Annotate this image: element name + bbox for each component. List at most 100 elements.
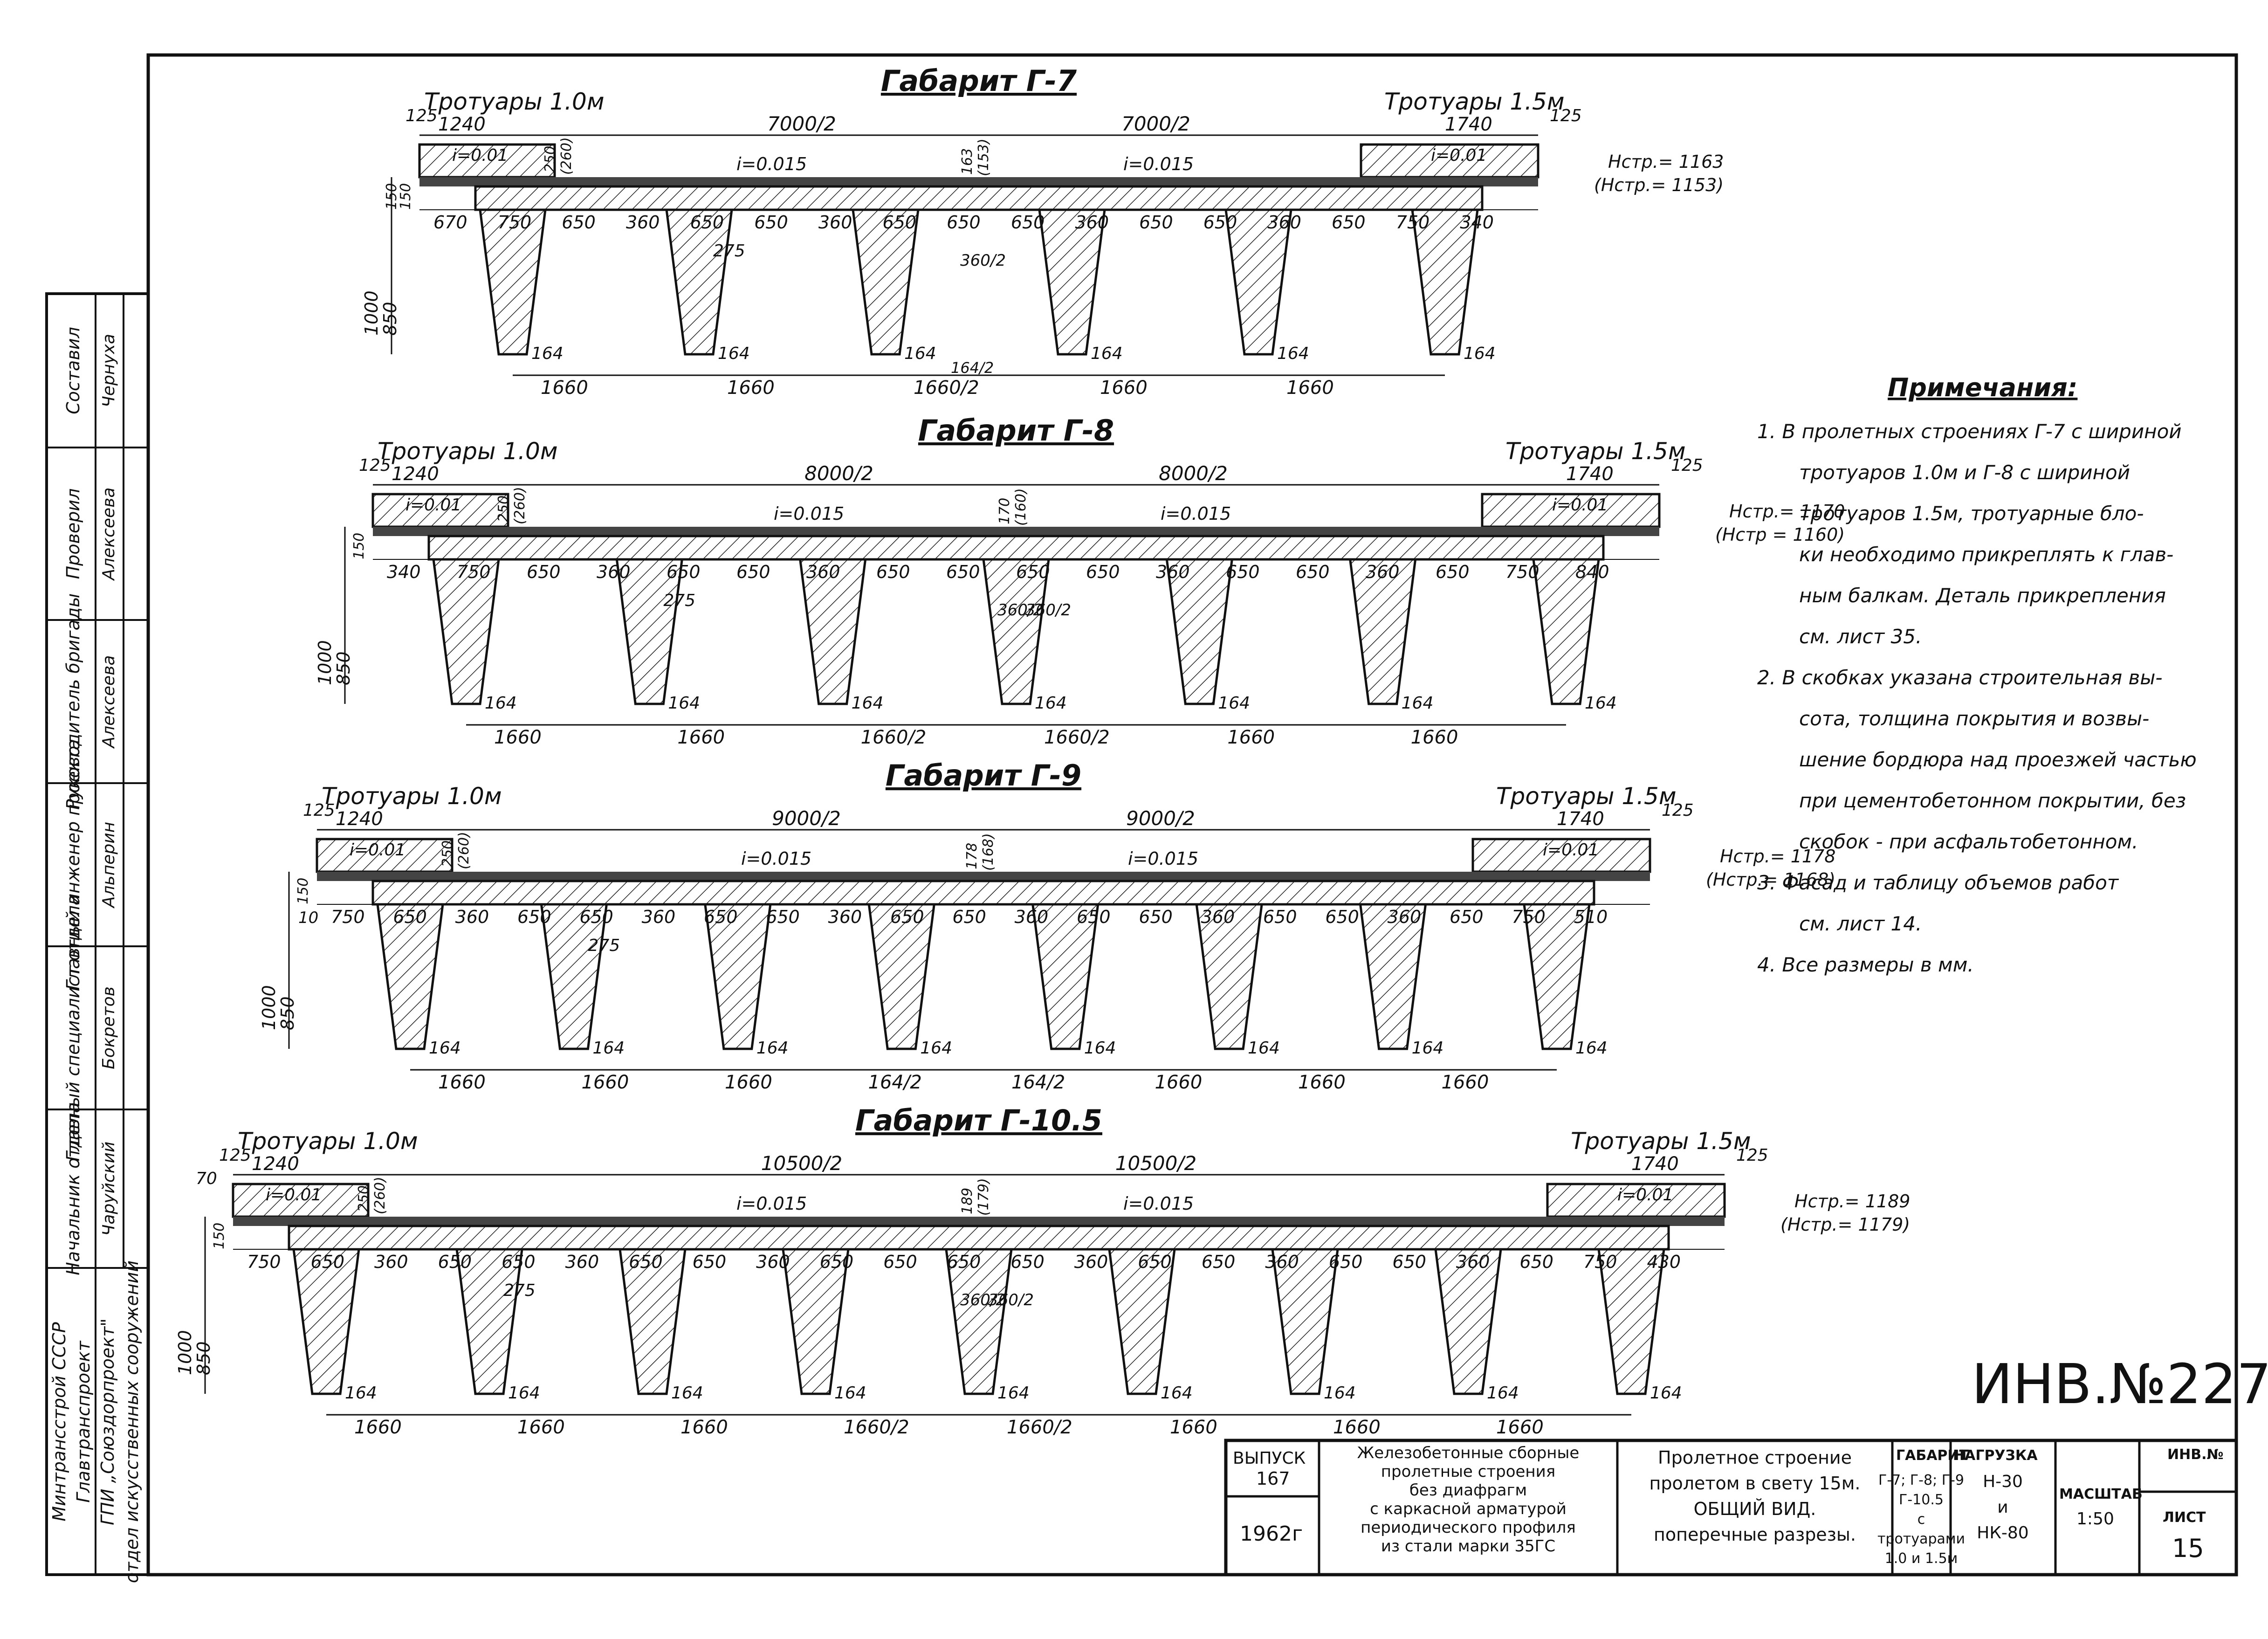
- height-note: Нстр.= 1189: [1794, 1191, 1910, 1212]
- total-height-dim: 1000: [175, 1330, 195, 1375]
- flange-dim: 650: [883, 1252, 917, 1272]
- edge-right-dim: 125: [1550, 106, 1582, 125]
- total-height-dim: 1000: [361, 290, 382, 336]
- slope-left-label: i=0.01: [266, 1185, 322, 1205]
- note-line: см. лист 35.: [1799, 625, 1922, 648]
- height-note-alt: (Нстр.= 1153): [1594, 175, 1724, 195]
- beam-spacing-dim: 1660: [517, 1417, 565, 1438]
- flange-dim: 650: [1450, 907, 1484, 927]
- sidewalk-width-right-dim: 1740: [1445, 114, 1492, 135]
- rib-width-dim: 164: [1091, 344, 1123, 363]
- notes-heading: Примечания:: [1888, 373, 2077, 402]
- slope-right-label: i=0.01: [1431, 146, 1487, 165]
- flange-dim: 650: [736, 562, 770, 582]
- stamp-role: Руководитель бригады: [63, 593, 83, 810]
- slab-thickness-dim: 150: [398, 183, 414, 210]
- rib-width-dim: 164: [1324, 1384, 1356, 1403]
- slope-left-label: i=0.01: [405, 496, 461, 515]
- flange-dim: 340: [1460, 212, 1494, 233]
- flange-dim: 340: [387, 562, 421, 582]
- flange-dim: 650: [704, 907, 738, 927]
- edge-left-dim: 125: [359, 456, 391, 475]
- rib-center-b-dim: 360/2: [988, 1291, 1034, 1309]
- half-width-left-dim: 10500/2: [761, 1152, 842, 1175]
- flange-dim: 360: [642, 907, 676, 927]
- beam-spacing-dim: 1660/2: [844, 1417, 909, 1438]
- stamp-name: Чернуха: [99, 334, 118, 407]
- flange-dim: 650: [1010, 1252, 1045, 1272]
- sidewalk-width-left-dim: 1240: [438, 114, 486, 135]
- sidewalk-left-label: Тротуары 1.0м: [322, 783, 502, 810]
- rib-width-dim: 164: [1161, 1384, 1193, 1403]
- road-slope-left-label: i=0.015: [736, 154, 807, 174]
- rib-width-dim: 164: [852, 694, 884, 713]
- beam-spacing-dim: 1660: [1298, 1072, 1346, 1093]
- axis-height-alt-dim: (168): [980, 833, 997, 871]
- load-label: НАГРУЗКА: [1953, 1447, 2038, 1464]
- tb-gabarit-line: Г-7; Г-8; Г-9: [1878, 1472, 1964, 1488]
- sidewalk-left-label: Тротуары 1.0м: [424, 88, 605, 115]
- half-width-left-dim: 9000/2: [772, 807, 841, 830]
- stamp-role: Главный специалист отдела: [63, 895, 83, 1161]
- beam-spacing-dim: 1660: [354, 1417, 402, 1438]
- note-line: тротуаров 1.0м и Г-8 с шириной: [1799, 461, 2130, 484]
- half-width-right-dim: 10500/2: [1115, 1152, 1196, 1175]
- flange-dim: 360: [1156, 562, 1190, 582]
- flange-dim: 360: [806, 562, 840, 582]
- flange-dim: 650: [1332, 212, 1366, 233]
- flange-dim: 360: [374, 1252, 408, 1272]
- beam-spacing-dim: 1660: [1170, 1417, 1217, 1438]
- road-slope-right-label: i=0.015: [1123, 154, 1194, 174]
- flange-dim: 650: [952, 907, 986, 927]
- rib-width-dim: 164: [1650, 1384, 1682, 1403]
- flange-dim: 650: [947, 212, 981, 233]
- section-title: Габарит Г-10.5: [855, 1103, 1102, 1137]
- rib-taper-dim: 275: [713, 241, 745, 261]
- height-note: Нстр.= 1178: [1720, 846, 1835, 867]
- stamp-role: Составил: [63, 327, 83, 414]
- note-line: 1. В пролетных строениях Г-7 с шириной: [1757, 420, 2182, 443]
- flange-dim: 650: [946, 562, 980, 582]
- stamp-name: Алексеева: [99, 655, 118, 749]
- flange-dim: 750: [331, 907, 365, 927]
- title-block: ВЫПУСК 167 1962г Железобетонные сборныеп…: [1224, 1439, 2238, 1577]
- flange-dim: 750: [1512, 907, 1546, 927]
- flange-dim: 360: [1388, 907, 1422, 927]
- rib-width-dim: 164: [1248, 1039, 1280, 1058]
- sidewalk-right-label: Тротуары 1.5м: [1496, 783, 1677, 810]
- beam-spacing-dim: 1660: [1442, 1072, 1489, 1093]
- beam-spacing-dim: 1660: [677, 727, 725, 748]
- rib-width-dim: 164: [429, 1039, 461, 1058]
- flange-dim: 360: [1267, 212, 1301, 233]
- rib-width-dim: 164: [592, 1039, 625, 1058]
- half-width-left-dim: 8000/2: [804, 462, 873, 485]
- beam-spacing-dim: 1660: [1496, 1417, 1544, 1438]
- rib-width-dim: 164: [1084, 1039, 1116, 1058]
- scale-label: МАСШТАБ: [2059, 1486, 2143, 1502]
- flange-dim: 360: [1201, 907, 1235, 927]
- flange-dim: 650: [1139, 212, 1173, 233]
- beam-spacing-dim: 1660: [1411, 727, 1458, 748]
- flange-dim: 360: [756, 1252, 790, 1272]
- curb-height-alt-dim: (260): [372, 1177, 388, 1214]
- flange-dim: 360: [1456, 1252, 1490, 1272]
- half-width-right-dim: 7000/2: [1121, 112, 1190, 135]
- flange-dim: 360: [455, 907, 489, 927]
- slope-left-label: i=0.01: [452, 146, 508, 165]
- rib-width-dim: 164: [756, 1039, 789, 1058]
- flange-dim: 650: [1325, 907, 1359, 927]
- flange-dim: 650: [1202, 1252, 1236, 1272]
- beam-spacing-dim: 1660: [725, 1072, 772, 1093]
- curb-height-dim: 250: [356, 1185, 372, 1212]
- rib-half-dim: 164/2: [951, 359, 994, 377]
- flange-dim: 360: [1366, 562, 1400, 582]
- note-line: шение бордюра над проезжей частью: [1799, 748, 2197, 771]
- curb-height-alt-dim: (260): [456, 832, 472, 869]
- flange-dim: 650: [1203, 212, 1237, 233]
- flange-dim: 650: [693, 1252, 727, 1272]
